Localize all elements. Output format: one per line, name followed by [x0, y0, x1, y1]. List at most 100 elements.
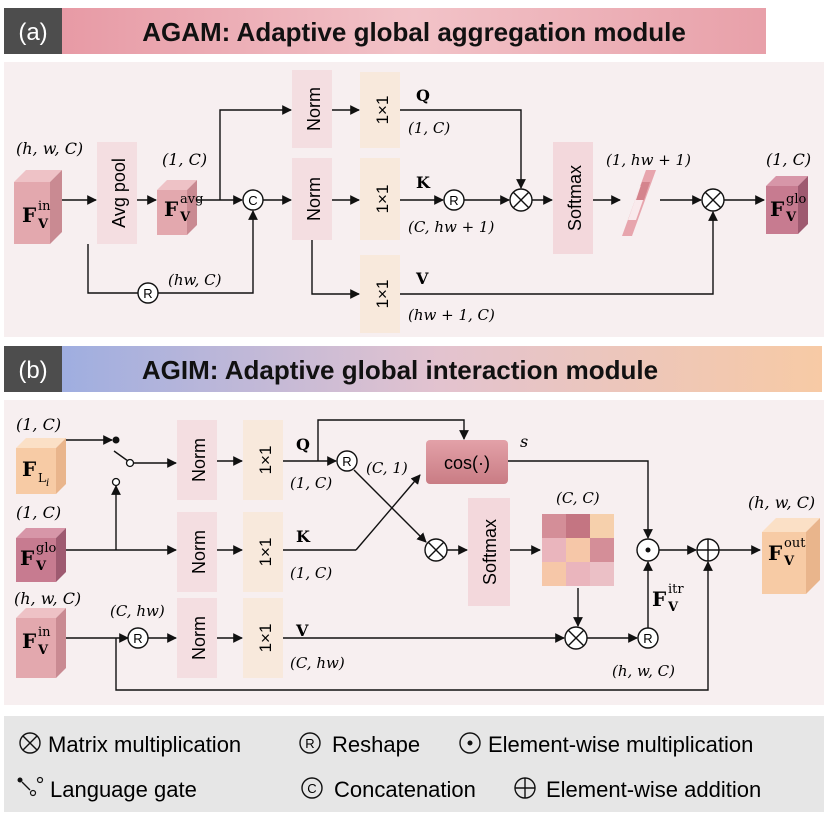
conv-b-v-block [243, 598, 283, 678]
k-b-label: K [296, 527, 311, 546]
norm-b-k-block [177, 512, 217, 592]
svg-text:V: V [179, 210, 191, 225]
avg-feature-cube [157, 180, 197, 235]
norm-b-q-label: Norm [189, 438, 209, 482]
norm-q-block [292, 70, 332, 148]
elementwise-add-node [696, 538, 720, 562]
svg-text:V: V [35, 559, 47, 574]
conv-b-q-label: 1×1 [256, 446, 275, 475]
v-b-dims-label: (C, hw) [290, 654, 345, 672]
v-dims-label: (hw + 1, C) [408, 306, 495, 324]
svg-text:V: V [783, 554, 795, 569]
output-feature-symbol-b: F out V [768, 536, 806, 569]
reshape-b-q-dims: (C, 1) [366, 459, 408, 477]
elementwise-add-icon [514, 777, 536, 799]
svg-text:Concatenation: Concatenation [334, 777, 476, 802]
svg-text:R: R [305, 736, 314, 751]
svg-text:F: F [22, 203, 36, 227]
k-b-dims-label: (1, C) [290, 564, 332, 582]
reshape-b-q-node [336, 450, 358, 472]
concat-icon: C [301, 777, 323, 799]
glo-feature-symbol: F glo V [20, 541, 56, 574]
matmul-node-a1 [509, 188, 533, 212]
matmul-node-b1 [424, 538, 448, 562]
svg-text:V: V [667, 600, 679, 615]
input-dims-label: (h, w, C) [16, 139, 83, 158]
input-feature-symbol-b: F in V [22, 625, 51, 658]
svg-text:F: F [20, 546, 34, 570]
avgpool-block [97, 142, 137, 244]
attn-b-dims-label: (C, C) [556, 489, 600, 507]
v-label: V [415, 269, 429, 288]
matmul-icon [19, 732, 41, 754]
attention-vector-a [622, 170, 656, 236]
v-b-label: V [295, 621, 309, 640]
language-feature-cube [16, 438, 66, 494]
conv-b-k-block [243, 512, 283, 592]
legend-elemmul: Element-wise multiplication [459, 732, 753, 757]
svg-text:avg: avg [180, 192, 203, 207]
svg-text:F: F [770, 197, 784, 221]
conv-q-block [360, 72, 400, 148]
svg-text:in: in [38, 625, 51, 640]
lang-dims-label: (1, C) [16, 415, 61, 434]
concat-symbol: C [248, 193, 257, 208]
svg-text:Element-wise addition: Element-wise addition [546, 777, 761, 802]
panel-b-connectors [66, 419, 761, 691]
language-feature-symbol: F L i [22, 457, 49, 489]
itr-feature-symbol: F itr V [652, 582, 684, 615]
softmax-b-block [468, 498, 510, 606]
svg-text:F: F [164, 197, 178, 221]
conv-b-k-label: 1×1 [256, 538, 275, 567]
reshape-k-symbol: R [449, 193, 458, 208]
input-feature-cube-b [16, 608, 66, 678]
cos-label: cos(·) [444, 453, 490, 473]
svg-text:C: C [307, 781, 316, 796]
svg-text:Reshape: Reshape [332, 732, 420, 757]
svg-text:Matrix multiplication: Matrix multiplication [48, 732, 241, 757]
reshape-b-out-dims: (h, w, C) [612, 662, 675, 680]
avg-feature-symbol: F avg V [164, 192, 203, 225]
svg-text:Element-wise multiplication: Element-wise multiplication [488, 732, 753, 757]
panel-b-tag: (b) [18, 357, 47, 384]
svg-text:glo: glo [36, 541, 56, 556]
softmax-b-label: Softmax [480, 519, 500, 585]
in-b-dims-label: (h, w, C) [14, 589, 81, 608]
conv-k-label: 1×1 [373, 185, 392, 214]
attn-a-dims-label: (1, hw + 1) [606, 151, 691, 169]
conv-q-label: 1×1 [373, 96, 392, 125]
q-label: Q [416, 86, 430, 105]
reshape-b-in-dims: (C, hw) [110, 602, 165, 620]
cos-similarity-block [426, 440, 508, 484]
reshape-a-bottom-symbol: R [143, 286, 152, 301]
q-b-dims-label: (1, C) [290, 474, 332, 492]
panel-b-title-bar [62, 346, 822, 392]
language-gate-switch [111, 436, 135, 487]
svg-text:F: F [22, 629, 36, 653]
svg-text:V: V [37, 217, 49, 232]
svg-text:in: in [38, 199, 51, 214]
panel-a-tag-box [4, 8, 62, 54]
output-glo-symbol: F glo V [770, 192, 806, 225]
legend-background [4, 716, 824, 812]
svg-text:L: L [38, 471, 46, 485]
k-label: K [416, 173, 431, 192]
svg-text:out: out [784, 536, 806, 551]
legend-gate: Language gate [17, 776, 197, 802]
glo-dims-label: (1, C) [16, 503, 61, 522]
svg-text:glo: glo [786, 192, 806, 207]
panel-a-tag: (a) [18, 19, 47, 46]
panel-a-connectors [62, 105, 765, 299]
conv-k-block [360, 158, 400, 240]
panel-b-tag-box [4, 346, 62, 392]
s-label: s [520, 432, 528, 451]
svg-text:F: F [652, 587, 666, 611]
svg-text:V: V [785, 210, 797, 225]
legend-concat: C Concatenation [301, 777, 476, 802]
norm-b-k-label: Norm [189, 530, 209, 574]
output-glo-cube [766, 176, 808, 234]
language-gate-icon [17, 776, 44, 797]
panel-a-title: AGAM: Adaptive global aggregation module [142, 17, 686, 47]
matmul-node-a2 [701, 188, 725, 212]
